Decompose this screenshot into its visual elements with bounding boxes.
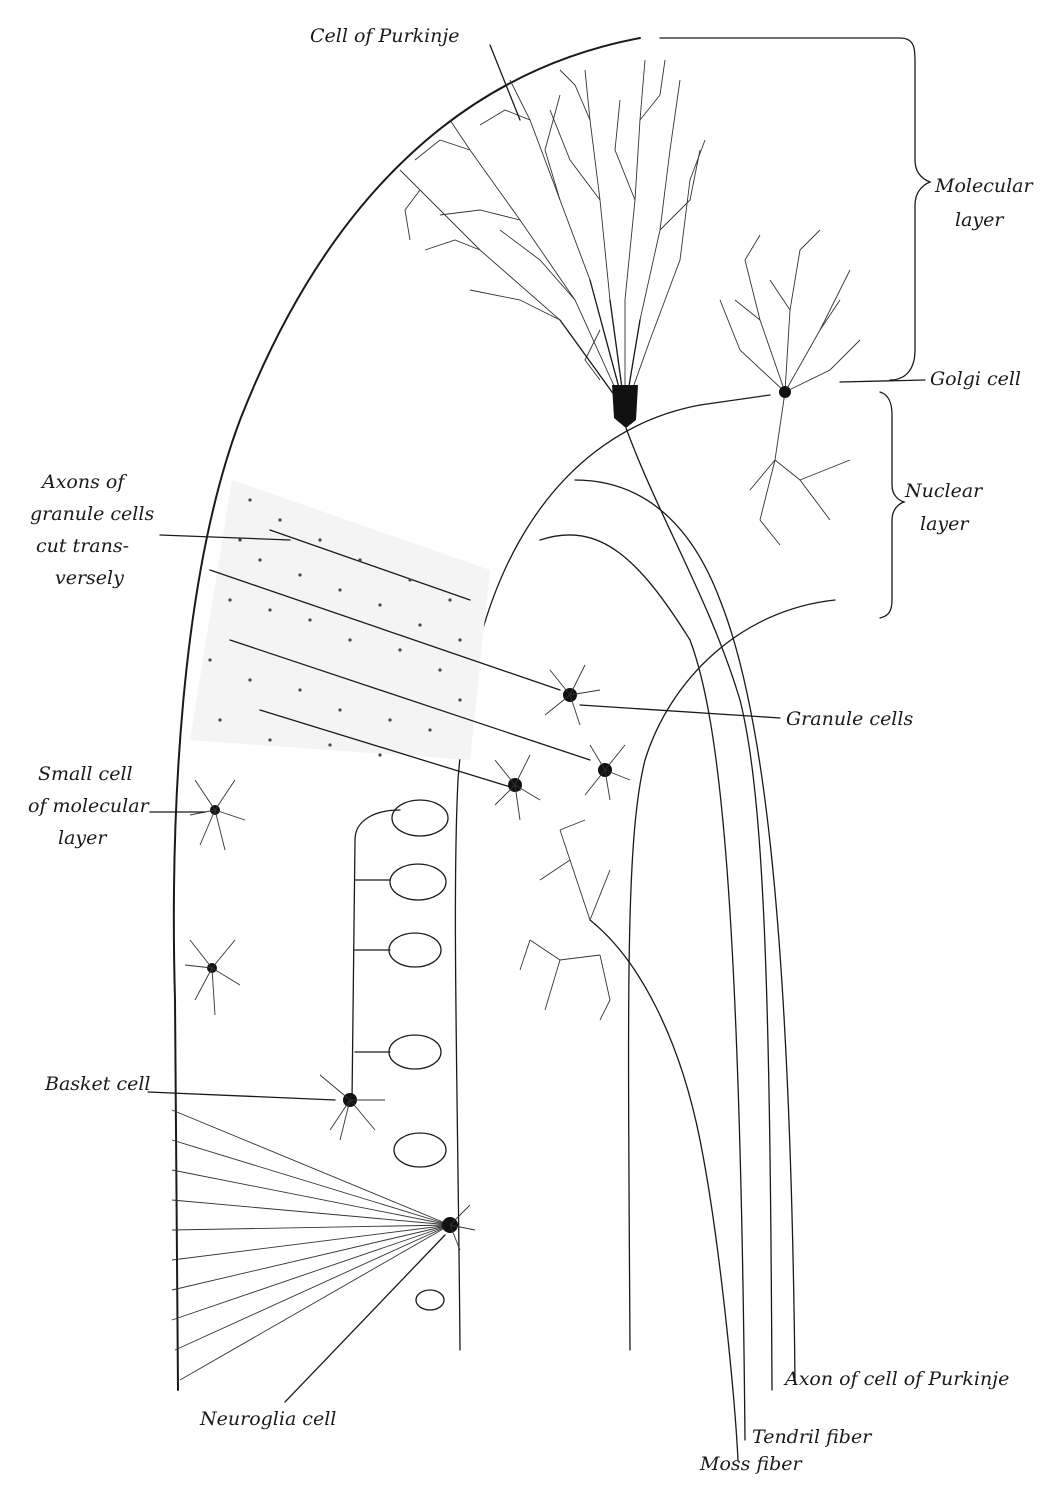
pointer-basket-cell xyxy=(147,1091,336,1101)
pointer-axons-granule xyxy=(159,534,291,541)
basket-cell-system xyxy=(319,799,449,1168)
white-matter-boundary xyxy=(627,599,836,1351)
label-molecular-2: layer xyxy=(955,209,1005,231)
label-axons-granule-3: cut trans- xyxy=(36,535,129,557)
purkinje-cell-body xyxy=(612,385,638,428)
pointer-granule-cells xyxy=(579,704,781,719)
label-small-cell-2: of molecular xyxy=(28,795,151,817)
outer-surface-line xyxy=(172,37,641,1391)
bracket-molecular xyxy=(659,37,932,381)
label-moss-fiber: Moss fiber xyxy=(699,1453,804,1475)
granule-cell xyxy=(494,754,541,821)
label-small-cell-3: layer xyxy=(58,827,108,849)
granule-cell xyxy=(584,744,631,801)
pointer-golgi xyxy=(839,379,926,383)
small-cell xyxy=(189,779,246,851)
granule-cell xyxy=(544,664,601,726)
granule-cells xyxy=(494,664,631,821)
moss-fiber-line xyxy=(589,919,739,1461)
purkinje-cell xyxy=(399,59,773,1391)
label-nuclear-1: Nuclear xyxy=(904,480,984,502)
labels: Cell of Purkinje Molecular layer Golgi c… xyxy=(28,25,1034,1475)
purkinje-axon xyxy=(625,427,773,1391)
label-small-cell-1: Small cell xyxy=(38,763,133,785)
pointer-neuroglia xyxy=(284,1234,446,1403)
golgi-cell xyxy=(719,229,861,546)
boundary-extension xyxy=(699,394,771,406)
molecular-granular-boundary xyxy=(454,404,701,1351)
basket-cell xyxy=(319,1074,385,1141)
fibers xyxy=(539,479,796,1461)
neuroglia-cell xyxy=(171,1109,476,1381)
axon-fiber-line xyxy=(574,479,796,1381)
label-basket-cell: Basket cell xyxy=(44,1073,151,1095)
label-molecular-1: Molecular xyxy=(934,175,1034,197)
label-axons-granule-2: granule cells xyxy=(30,503,154,525)
label-tendril-fiber: Tendril fiber xyxy=(752,1426,873,1448)
label-axon-purkinje: Axon of cell of Purkinje xyxy=(783,1368,1009,1390)
label-nuclear-2: layer xyxy=(920,513,970,535)
label-axons-granule-1: Axons of xyxy=(40,471,127,493)
golgi-cell-body xyxy=(779,386,791,398)
label-neuroglia-cell: Neuroglia cell xyxy=(199,1408,336,1430)
tendril-fiber-line xyxy=(539,534,746,1441)
bracket-nuclear xyxy=(879,391,907,619)
label-golgi-cell: Golgi cell xyxy=(930,368,1021,390)
pointer-purkinje xyxy=(489,44,521,121)
label-axons-granule-4: versely xyxy=(55,567,124,589)
label-purkinje-cell: Cell of Purkinje xyxy=(310,25,460,47)
small-molecular-cells xyxy=(184,779,246,1016)
parallel-fibers-zone xyxy=(190,480,591,791)
moss-fiber-branches xyxy=(519,819,611,1021)
purkinje-dendrites xyxy=(399,59,706,411)
small-cell xyxy=(184,939,241,1016)
label-granule-cells: Granule cells xyxy=(786,708,913,730)
